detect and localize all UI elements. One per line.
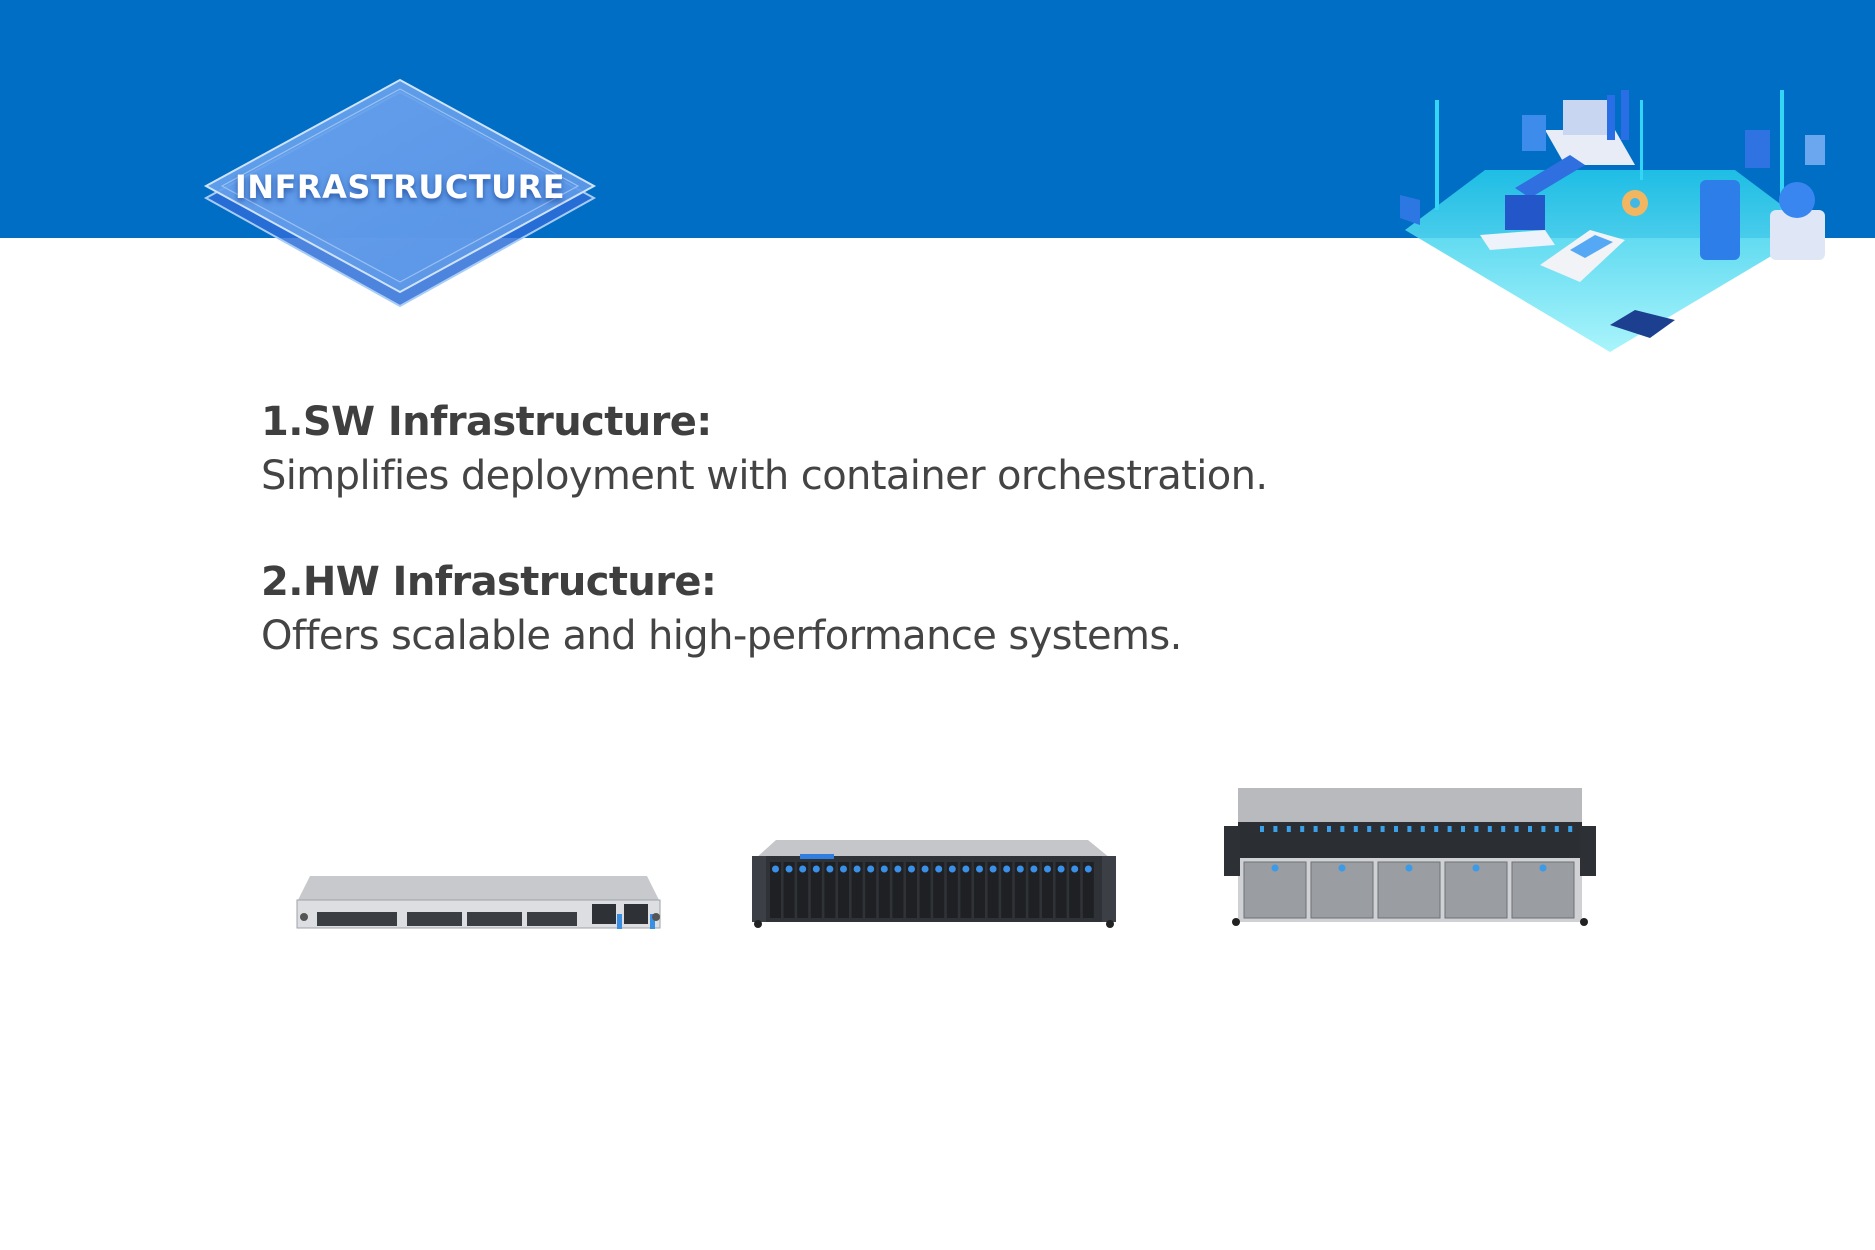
item-description: Offers scalable and high-performance sys… (261, 613, 1182, 659)
list-item-sw-infrastructure: 1.SW Infrastructure: Simplifies deployme… (261, 395, 1268, 503)
1u-edge-server-image (292, 860, 667, 930)
hero-illustration (1385, 70, 1835, 360)
cloud-server-icon (1770, 182, 1825, 260)
badge-label: INFRASTRUCTURE (234, 168, 566, 206)
item-title: 1.SW Infrastructure: (261, 399, 712, 445)
document-icon (1522, 115, 1825, 165)
car-icon (1540, 230, 1625, 282)
light-beam-icon (1435, 100, 1439, 210)
factory-icon (1515, 90, 1635, 198)
item-description: Simplifies deployment with container orc… (261, 453, 1268, 499)
gear-icon (1622, 190, 1648, 216)
item-title: 2.HW Infrastructure: (261, 559, 717, 605)
laptop-icon (1480, 195, 1555, 250)
infrastructure-list: 1.SW Infrastructure: Simplifies deployme… (261, 395, 1268, 715)
list-item-hw-infrastructure: 2.HW Infrastructure: Offers scalable and… (261, 555, 1267, 663)
2u-storage-server-image (748, 836, 1120, 928)
chart-card-icon (1610, 310, 1675, 338)
lock-icon (1745, 130, 1770, 168)
4u-gpu-server-image (1220, 786, 1600, 928)
diamond-badge-shape (203, 78, 597, 308)
section-badge: INFRASTRUCTURE (200, 76, 600, 312)
phone-icon (1700, 180, 1740, 260)
folder-icon (1400, 195, 1420, 225)
